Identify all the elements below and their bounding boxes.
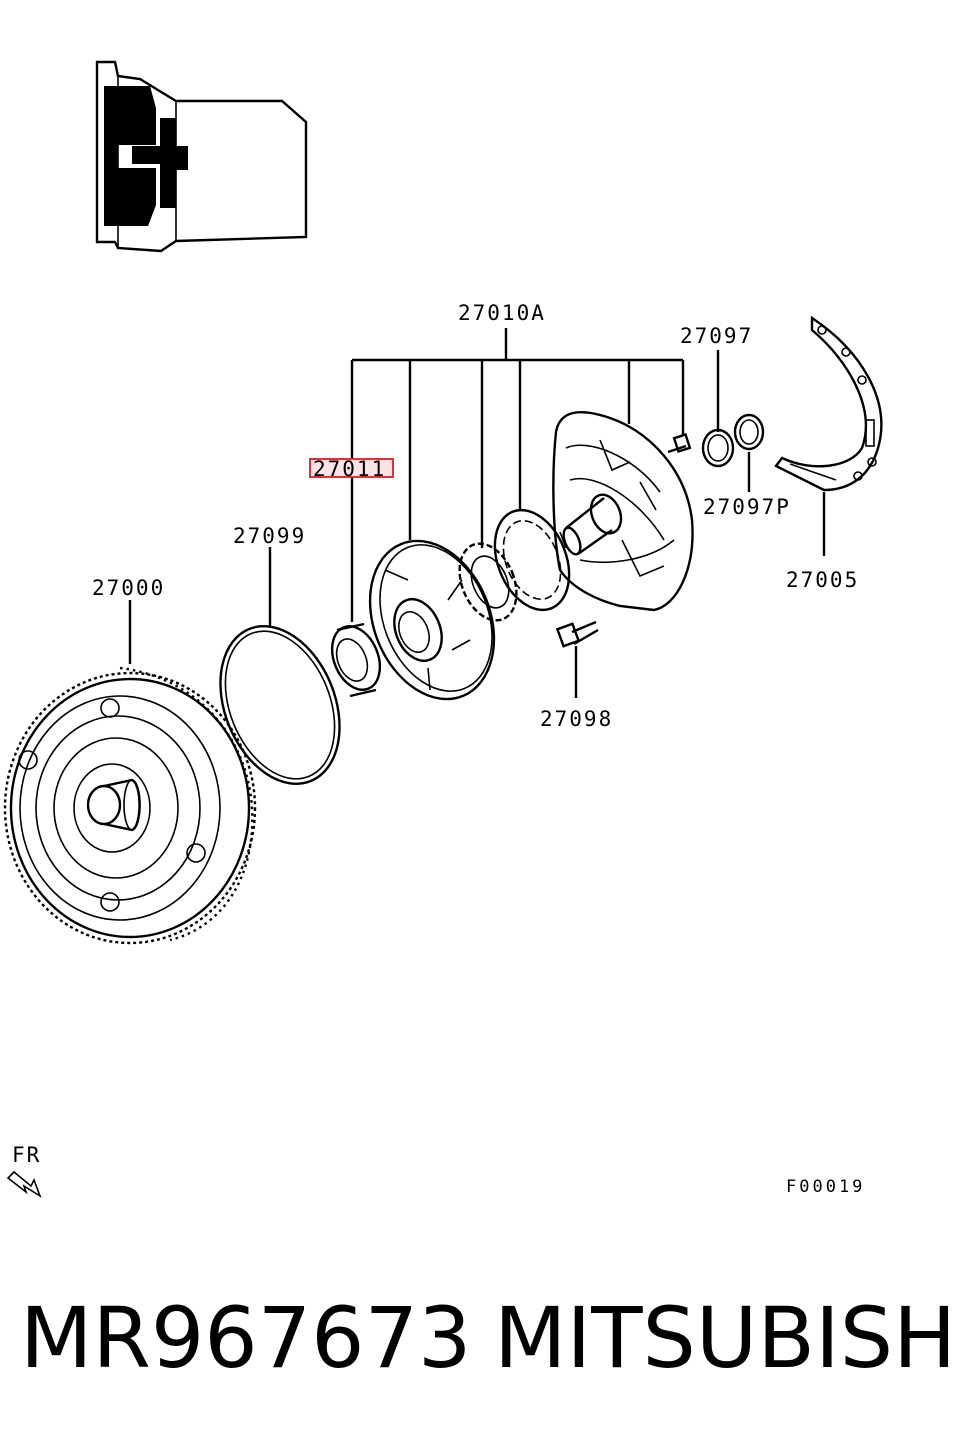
highlight-box-27011 xyxy=(309,458,394,478)
label-27097[interactable]: 27097 xyxy=(680,324,753,348)
pump-housing xyxy=(368,539,496,701)
label-27005[interactable]: 27005 xyxy=(786,568,859,592)
figure-code: F00019 xyxy=(786,1177,865,1197)
label-27011[interactable]: 27011 xyxy=(313,457,386,481)
front-arrow-icon xyxy=(6,1170,42,1198)
caption-brand: MITSUBISHI xyxy=(494,1289,960,1387)
bolt-27097 xyxy=(667,432,692,454)
pump-cover xyxy=(552,411,694,612)
bolt-27098 xyxy=(555,620,599,648)
label-27098[interactable]: 27098 xyxy=(540,707,613,731)
direction-label: FR xyxy=(12,1143,41,1167)
o-ring-27099 xyxy=(219,625,341,785)
outer-gear xyxy=(493,508,571,612)
locator-thumbnail xyxy=(95,60,308,253)
gasket-27005 xyxy=(774,315,883,492)
seal-ring-27097P xyxy=(733,413,765,451)
label-27099[interactable]: 27099 xyxy=(233,524,306,548)
label-27000[interactable]: 27000 xyxy=(92,576,165,600)
inner-gear xyxy=(458,542,518,622)
label-27097P[interactable]: 27097P xyxy=(703,495,791,519)
torque-converter-27000 xyxy=(3,666,257,945)
oil-seal-27011 xyxy=(330,622,382,698)
caption-part-number: MR967673 xyxy=(20,1289,472,1387)
label-27010A[interactable]: 27010A xyxy=(458,301,546,325)
leader-lines xyxy=(128,328,826,698)
